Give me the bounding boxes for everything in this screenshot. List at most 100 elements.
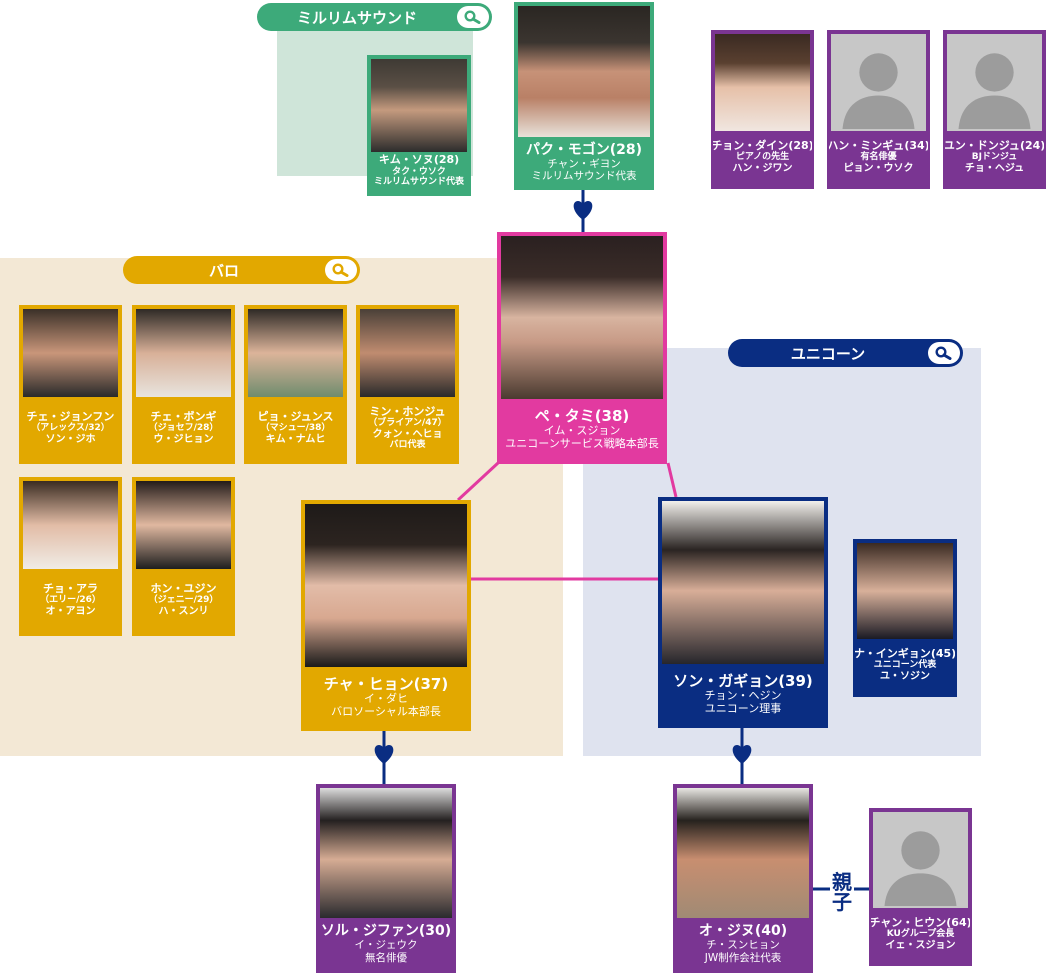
character-name: チャ・ヒョン (323, 674, 414, 693)
character-photo (662, 501, 824, 664)
character-photo (371, 59, 467, 152)
character-name: ホン・ユジン (150, 581, 217, 595)
actor-name: ソン・ジホ (45, 433, 96, 445)
character-age: (37) (413, 674, 449, 693)
character-photo (136, 481, 231, 569)
character-name: ナ・インギョン (853, 646, 931, 660)
character-card-yun-dongju[interactable]: ユン・ドンジュ(24) BJドンジュ チョ・ヘジュ (943, 30, 1046, 189)
placeholder-silhouette-icon (842, 53, 915, 130)
character-card-jeong-dain[interactable]: チョン・ダイン(28) ピアノの先生 ハン・ジワン (711, 30, 814, 189)
character-photo (518, 6, 650, 137)
character-name: チェ・ボンギ (150, 409, 217, 423)
character-card-sol-jihwan[interactable]: ソル・ジファン(30) イ・ジェウク 無名俳優 (316, 784, 456, 973)
character-role: （アレックス/32） (31, 423, 110, 434)
character-age: (45) (930, 646, 957, 660)
heart-icon (732, 745, 752, 764)
character-photo (248, 309, 343, 397)
character-role: ユニコーン理事 (704, 701, 782, 715)
actor-name: チャン・ギヨン (547, 157, 621, 170)
heart-icon (374, 745, 394, 764)
character-name: ミン・ホンジュ (369, 404, 446, 418)
character-card-bae-tami[interactable]: ペ・タミ(38) イム・スジョン ユニコーンサービス戦略本部長 (497, 232, 667, 464)
character-card-hong-yujin[interactable]: ホン・ユジン （ジェニー/29） ハ・スンリ (132, 477, 235, 636)
character-name: チョン・ダイン (711, 138, 789, 152)
character-role: ユニコーン代表 (873, 660, 937, 671)
mirurimu-pill[interactable]: ミルリムサウンド (257, 3, 492, 31)
character-photo (715, 34, 810, 131)
character-age: (39) (778, 671, 813, 690)
character-name: ユン・ドンジュ (943, 138, 1020, 152)
character-name: ピョ・ジュンス (257, 409, 334, 423)
character-role: 無名俳優 (365, 951, 407, 964)
character-age: (64) (946, 915, 972, 929)
character-photo (947, 34, 1042, 131)
search-icon[interactable] (325, 259, 357, 281)
unicorn-pill[interactable]: ユニコーン (728, 339, 963, 367)
character-card-jo-ara[interactable]: チョ・アラ （エリー/26） オ・アヨン (19, 477, 122, 636)
character-name: ハン・ミンギュ (827, 138, 905, 152)
actor-name: クォン・ヘヒョ (372, 428, 443, 440)
character-card-pyo-junsu[interactable]: ピョ・ジュンス （マシュー/38） キム・ナムヒ (244, 305, 347, 464)
actor-name: ユ・ソジン (880, 670, 930, 682)
character-card-choe-jeonghun[interactable]: チェ・ジョンフン （アレックス/32） ソン・ジホ (19, 305, 122, 464)
character-age: (38) (594, 407, 630, 426)
mirurimu-label: ミルリムサウンド (296, 8, 417, 27)
bae-song-line (666, 462, 678, 498)
character-role: ミルリムサウンド代表 (373, 177, 464, 188)
search-icon[interactable] (457, 6, 489, 28)
actor-name: チョン・ヘジン (704, 688, 782, 702)
character-card-kim-sonu[interactable]: キム・ソヌ(28) タク・ウソク ミルリムサウンド代表 (367, 55, 471, 196)
character-name: パク・モゴン (525, 141, 610, 158)
character-role: （マシュー/38） (260, 423, 331, 434)
character-photo (305, 504, 467, 667)
character-role: 有名俳優 (860, 152, 897, 163)
character-age: (28) (433, 153, 460, 167)
character-title: バロ代表 (389, 440, 426, 451)
placeholder-silhouette-icon (884, 831, 957, 907)
character-card-na-ingyeong[interactable]: ナ・インギョン(45) ユニコーン代表 ユ・ソジン (853, 539, 957, 697)
character-photo (136, 309, 231, 397)
character-role: JW制作会社代表 (704, 951, 782, 964)
character-name: オ・ジヌ (698, 923, 755, 940)
unicorn-label: ユニコーン (790, 344, 866, 363)
character-card-cha-hyeon[interactable]: チャ・ヒョン(37) イ・ダヒ バロソーシャル本部長 (301, 500, 471, 731)
actor-name: タク・ウソク (392, 166, 446, 177)
baro-pill[interactable]: バロ (123, 256, 360, 284)
actor-name: イ・ダヒ (364, 691, 408, 705)
character-role: BJドンジュ (971, 152, 1018, 163)
character-card-choe-bongi[interactable]: チェ・ボンギ （ジョセフ/28） ウ・ジヒョン (132, 305, 235, 464)
character-name: ソル・ジファン (320, 923, 419, 940)
character-photo (501, 236, 663, 399)
character-card-oh-jinu[interactable]: オ・ジヌ(40) チ・スンヒョン JW制作会社代表 (673, 784, 813, 973)
character-role: （ブライアン/47） (368, 418, 447, 429)
character-photo (873, 812, 968, 908)
bae-cha-line (456, 461, 500, 502)
character-age: (30) (418, 923, 452, 940)
actor-name: チョ・ヘジュ (964, 162, 1025, 174)
actor-name: キム・ナムヒ (265, 433, 326, 445)
character-photo (23, 309, 118, 397)
character-name: キム・ソヌ (378, 153, 434, 167)
character-card-han-mingyu[interactable]: ハン・ミンギュ(34) 有名俳優 ピョン・ウソク (827, 30, 930, 189)
actor-name: イェ・スジョン (885, 939, 956, 951)
character-card-park-mogon[interactable]: パク・モゴン(28) チャン・ギヨン ミルリムサウンド代表 (514, 2, 654, 190)
character-role: （エリー/26） (40, 595, 101, 606)
character-age: (28) (609, 141, 642, 158)
character-age: (24) (1019, 138, 1046, 152)
character-role: KUグループ会長 (886, 929, 955, 940)
character-card-chae-hiun[interactable]: チャン・ヒウン(64) KUグループ会長 イェ・スジョン (869, 808, 972, 966)
search-icon[interactable] (928, 342, 960, 364)
character-photo (677, 788, 809, 918)
character-name: チャン・ヒウン (869, 915, 947, 929)
character-photo (857, 543, 953, 639)
character-role: ユニコーンサービス戦略本部長 (505, 437, 659, 451)
character-role: （ジョセフ/28） (148, 423, 219, 434)
character-age: (34) (904, 138, 930, 152)
character-photo (320, 788, 452, 918)
actor-name: イム・スジョン (543, 424, 621, 438)
character-card-song-gagyeong[interactable]: ソン・ガギョン(39) チョン・ヘジン ユニコーン理事 (658, 497, 828, 728)
character-role: （ジェニー/29） (148, 595, 219, 606)
character-card-min-hongju[interactable]: ミン・ホンジュ （ブライアン/47） クォン・ヘヒョ バロ代表 (356, 305, 459, 464)
character-role: ピアノの先生 (735, 152, 790, 163)
